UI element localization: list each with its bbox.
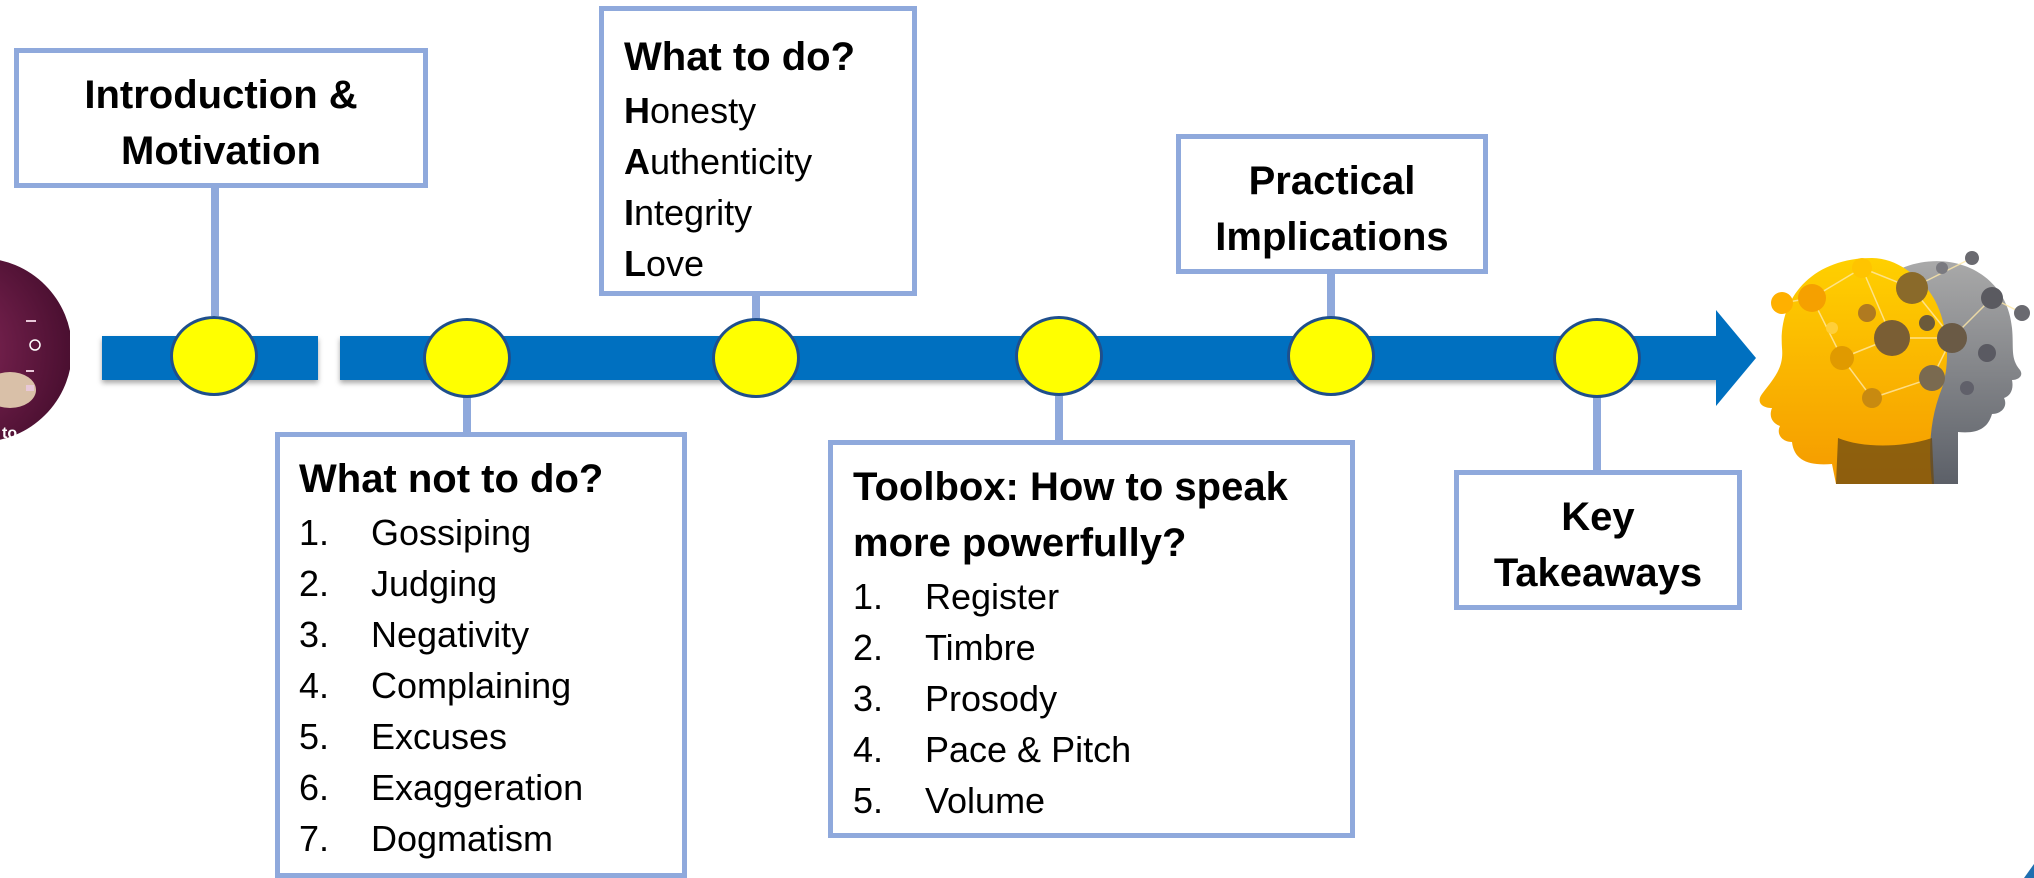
what-not-item: 6. Exaggeration bbox=[299, 762, 682, 813]
what-not-item: 4. Complaining bbox=[299, 660, 682, 711]
what-not-item: 7. Dogmatism bbox=[299, 813, 682, 864]
timeline-node-intro bbox=[170, 316, 258, 396]
item-initial: H bbox=[624, 90, 650, 131]
item-rest: onesty bbox=[650, 90, 757, 131]
toolbox-item: 1. Register bbox=[853, 571, 1350, 622]
item-initial: L bbox=[624, 243, 646, 284]
item-number: 7. bbox=[299, 818, 330, 859]
timeline-node-key bbox=[1553, 318, 1641, 398]
item-text: Volume bbox=[925, 780, 1046, 821]
what-not-box: What not to do? 1. Gossiping 2. Judging 3.… bbox=[275, 432, 687, 878]
item-text: Judging bbox=[371, 563, 498, 604]
what-not-item: 3. Negativity bbox=[299, 609, 682, 660]
item-number: 3. bbox=[853, 678, 884, 719]
timeline-arrowhead bbox=[1716, 310, 1756, 406]
item-rest: ove bbox=[646, 243, 705, 284]
item-text: Prosody bbox=[925, 678, 1058, 719]
item-number: 2. bbox=[299, 563, 330, 604]
item-text: Exaggeration bbox=[371, 767, 584, 808]
item-number: 5. bbox=[299, 716, 330, 757]
what-to-item: Love bbox=[624, 238, 912, 289]
intro-box: Introduction & Motivation bbox=[14, 48, 428, 188]
timeline-node-what-to bbox=[712, 318, 800, 398]
item-text: Pace & Pitch bbox=[925, 729, 1132, 770]
key-title-line-2: Takeaways bbox=[1493, 551, 1703, 595]
what-to-item: Integrity bbox=[624, 187, 912, 238]
what-to-title: What to do? bbox=[624, 35, 856, 79]
key-title-line-1: Key bbox=[1561, 495, 1635, 539]
practical-title-line-2: Implications bbox=[1215, 215, 1449, 259]
connector-practical bbox=[1327, 272, 1335, 318]
connector-intro bbox=[211, 186, 219, 316]
item-text: Negativity bbox=[371, 614, 530, 655]
toolbox-title-line-1: Toolbox: How to speak bbox=[853, 465, 1288, 509]
timeline-node-toolbox bbox=[1015, 316, 1103, 396]
item-text: Complaining bbox=[371, 665, 572, 706]
connector-what-not bbox=[463, 396, 471, 436]
item-number: 1. bbox=[853, 576, 884, 617]
toolbox-item: 3. Prosody bbox=[853, 673, 1350, 724]
item-number: 2. bbox=[853, 627, 884, 668]
connector-what-to bbox=[752, 290, 760, 320]
timeline-node-what-not bbox=[423, 318, 511, 398]
intro-title-line-1: Introduction & bbox=[84, 73, 358, 117]
item-text: Gossiping bbox=[371, 512, 532, 553]
item-number: 4. bbox=[299, 665, 330, 706]
item-rest: uthenticity bbox=[650, 141, 813, 182]
item-number: 1. bbox=[299, 512, 330, 553]
item-text: Dogmatism bbox=[371, 818, 554, 859]
item-rest: ntegrity bbox=[634, 192, 753, 233]
what-not-title: What not to do? bbox=[299, 457, 604, 501]
timeline-node-practical bbox=[1287, 316, 1375, 396]
toolbox-item: 2. Timbre bbox=[853, 622, 1350, 673]
connector-key bbox=[1593, 396, 1601, 472]
profile-thumbnail: to bbox=[0, 260, 70, 442]
what-not-item: 5. Excuses bbox=[299, 711, 682, 762]
toolbox-box: Toolbox: How to speak more powerfully? 1… bbox=[828, 440, 1355, 838]
brain-head-network-icon bbox=[1759, 251, 2030, 484]
what-to-box: What to do? Honesty Authenticity Integri… bbox=[599, 6, 917, 296]
what-not-item: 2. Judging bbox=[299, 558, 682, 609]
svg-text:to: to bbox=[2, 425, 17, 442]
toolbox-title-line-2: more powerfully? bbox=[853, 521, 1187, 565]
what-not-item: 1. Gossiping bbox=[299, 507, 682, 558]
corner-mark bbox=[2024, 864, 2034, 878]
connector-toolbox bbox=[1055, 396, 1063, 442]
item-number: 3. bbox=[299, 614, 330, 655]
what-to-item: Honesty bbox=[624, 85, 912, 136]
key-box: Key Takeaways bbox=[1454, 470, 1742, 610]
practical-box: Practical Implications bbox=[1176, 134, 1488, 274]
item-initial: I bbox=[624, 192, 635, 233]
what-to-item: Authenticity bbox=[624, 136, 912, 187]
item-initial: A bbox=[624, 141, 650, 182]
toolbox-item: 5. Volume bbox=[853, 775, 1350, 826]
item-number: 5. bbox=[853, 780, 884, 821]
item-text: Excuses bbox=[371, 716, 508, 757]
toolbox-item: 4. Pace & Pitch bbox=[853, 724, 1350, 775]
item-number: 4. bbox=[853, 729, 884, 770]
practical-title-line-1: Practical bbox=[1248, 159, 1416, 203]
item-text: Register bbox=[925, 576, 1060, 617]
item-number: 6. bbox=[299, 767, 330, 808]
item-text: Timbre bbox=[925, 627, 1036, 668]
intro-title-line-2: Motivation bbox=[121, 129, 321, 173]
